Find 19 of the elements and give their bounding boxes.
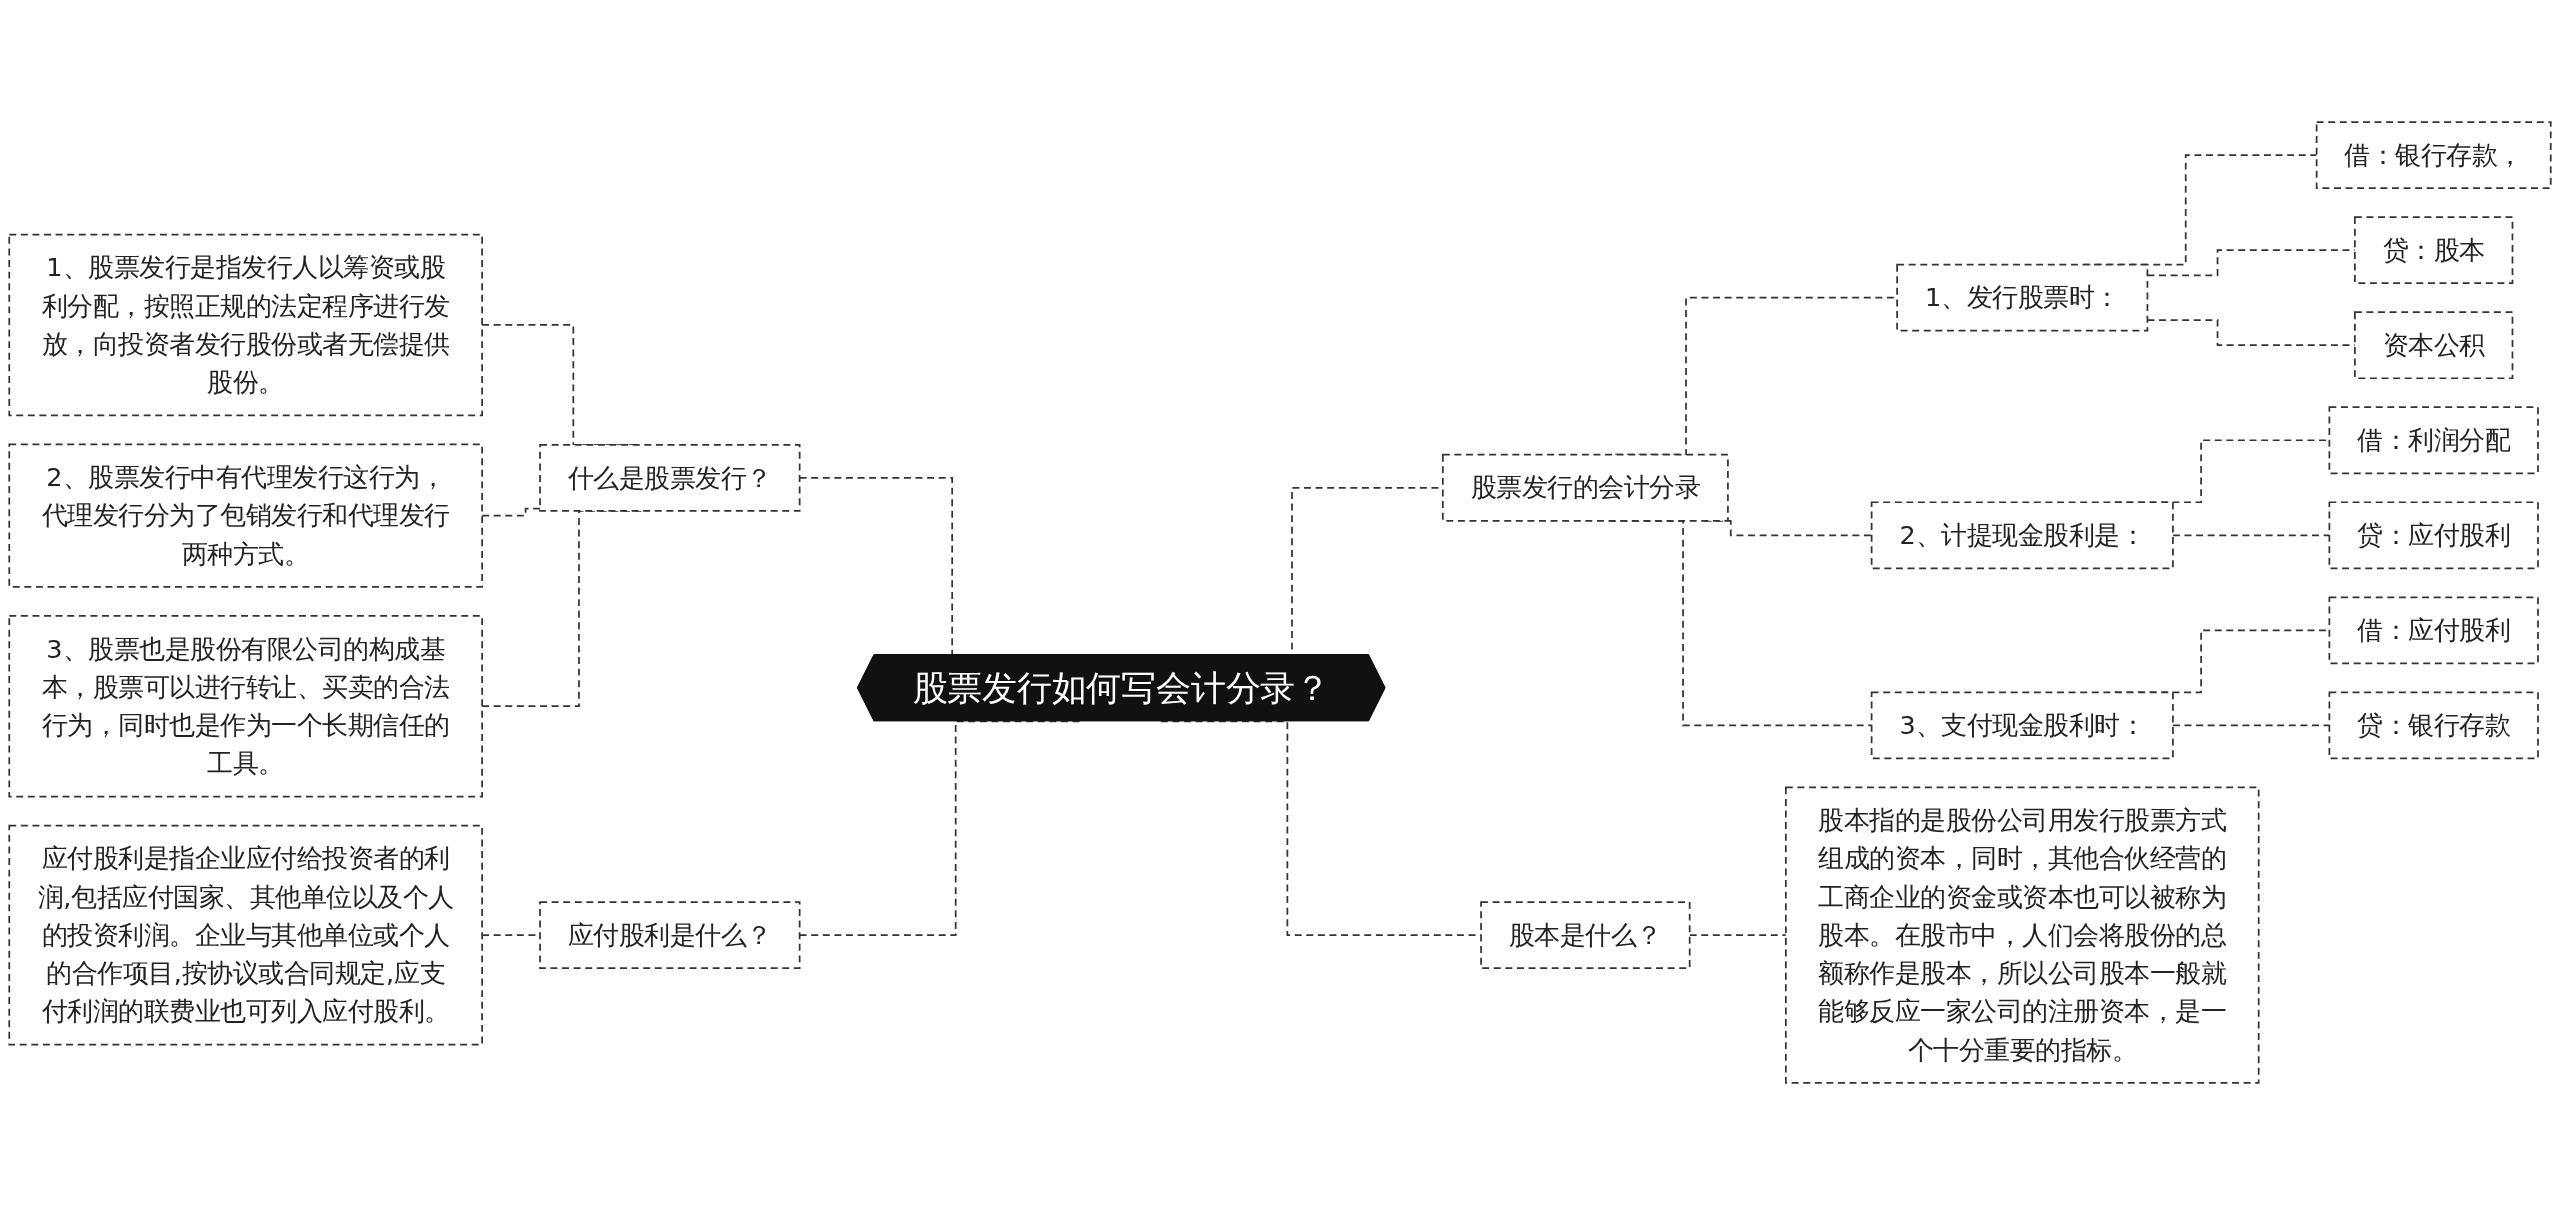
node-box: 股票发行的会计分录 xyxy=(1441,453,1729,522)
node-box: 贷：银行存款 xyxy=(2328,691,2539,760)
node-box: 资本公积 xyxy=(2354,311,2514,380)
node-box: 借：应付股利 xyxy=(2328,596,2539,665)
node-box: 3、股票也是股份有限公司的构成基本，股票可以进行转让、买卖的合法行为，同时也是作为一个长期信任的工具。 xyxy=(8,614,483,798)
node-box: 股本指的是股份公司用发行股票方式组成的资本，同时，其他合伙经营的工商企业的资金或资本也可以被称为股本。在股市中，人们会将股份的总额称作是股本，所以公司股本一般就能够反应一家公司的注册资本，是一个十分重要的指标。 xyxy=(1785,786,2260,1084)
node-box: 股本是什么？ xyxy=(1480,901,1691,969)
node-box: 贷：股本 xyxy=(2354,216,2514,285)
node-box: 什么是股票发行？ xyxy=(539,444,801,512)
node-box: 贷：应付股利 xyxy=(2328,501,2539,570)
node-box: 1、股票发行是指发行人以筹资或股利分配，按照正规的法定程序进行发放，向投资者发行股份或者无偿提供股份。 xyxy=(8,233,483,417)
node-box: 应付股利是指企业应付给投资者的利润,包括应付国家、其他单位以及个人的投资利润。企业与其他单位或个人的合作项目,按协议或合同规定,应支付利润的联费业也可列入应付股利。 xyxy=(8,824,483,1046)
node-box: 2、股票发行中有代理发行这行为，代理发行分为了包销发行和代理发行两种方式。 xyxy=(8,443,483,588)
node-box: 1、发行股票时： xyxy=(1896,263,2149,332)
node-box: 2、计提现金股利是： xyxy=(1870,501,2174,570)
node-box: 借：银行存款， xyxy=(2315,121,2552,190)
node-box: 借：利润分配 xyxy=(2328,406,2539,475)
node-box: 应付股利是什么？ xyxy=(539,901,801,969)
node-box: 3、支付现金股利时： xyxy=(1870,691,2174,760)
